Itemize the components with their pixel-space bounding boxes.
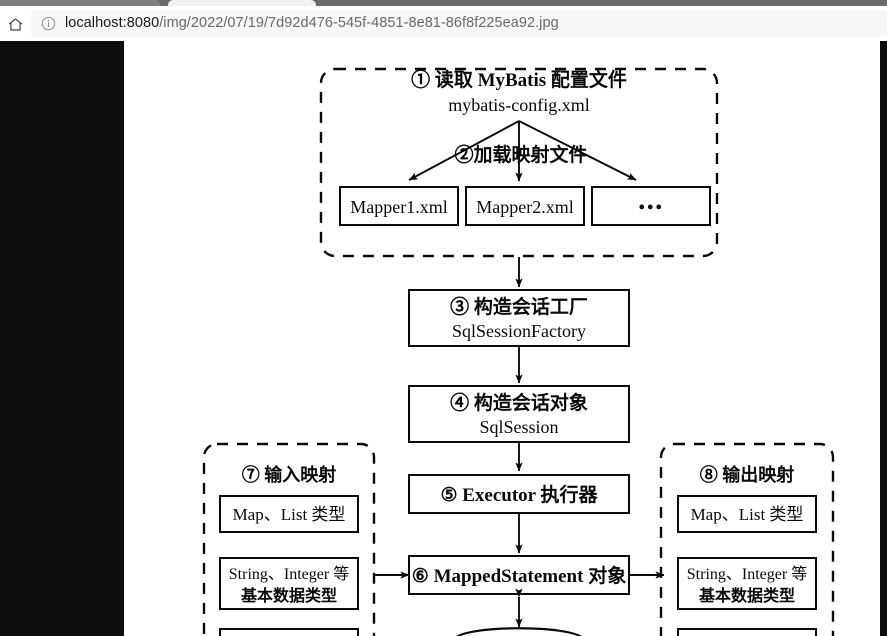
output-box-1-line1: Map、List 类型 — [691, 505, 804, 524]
mapper-more-box — [591, 186, 711, 226]
input-box-2-line1: String、Integer 等 — [229, 565, 349, 583]
input-box-2-line2: 基本数据类型 — [240, 586, 337, 605]
step6-box — [408, 555, 630, 595]
step5-box — [408, 474, 630, 514]
input-box-1-line1: Map、List 类型 — [233, 505, 346, 524]
input-mapping-title: ⑦ 输入映射 — [242, 464, 337, 485]
step4-label: ④ 构造会话对象 — [450, 391, 588, 414]
step5-label: ⑤ Executor 执行器 — [440, 483, 598, 506]
output-box-2-line2: 基本数据类型 — [698, 586, 795, 605]
step3-label: ③ 构造会话工厂 — [450, 295, 588, 318]
step3-sub: SqlSessionFactory — [452, 321, 586, 341]
config-group-border — [319, 67, 719, 258]
mapper2-box — [465, 186, 585, 226]
mapper1-label: Mapper1.xml — [350, 197, 447, 217]
mapper2-label: Mapper2.xml — [476, 197, 573, 217]
info-circle-icon[interactable] — [31, 10, 65, 37]
database-cylinder — [456, 627, 582, 636]
output-mapping-title: ⑧ 输出映射 — [700, 464, 795, 485]
output-mapping-group-border — [659, 442, 835, 636]
tab-inactive[interactable] — [0, 0, 160, 6]
input-mapping-group-border — [202, 442, 376, 636]
output-box-3 — [677, 628, 817, 636]
input-box-3 — [219, 628, 359, 636]
browser-toolbar: localhost:8080/img/2022/07/19/7d92d476-5… — [0, 6, 887, 41]
step1-label: ① 读取 MyBatis 配置文件 — [411, 68, 627, 91]
tab-strip — [0, 0, 887, 6]
step4-sub: SqlSession — [479, 417, 558, 437]
home-icon[interactable] — [0, 10, 30, 38]
mybatis-flow-diagram: ① 读取 MyBatis 配置文件 mybatis-config.xml ②加载… — [124, 41, 880, 636]
input-box-2 — [219, 557, 359, 610]
step2-label: ②加载映射文件 — [454, 143, 587, 166]
url-text[interactable]: localhost:8080/img/2022/07/19/7d92d476-5… — [65, 15, 559, 31]
step4-box — [408, 385, 630, 443]
output-box-2-line1: String、Integer 等 — [687, 565, 807, 583]
browser-chrome: localhost:8080/img/2022/07/19/7d92d476-5… — [0, 0, 887, 41]
tab-active[interactable] — [168, 0, 316, 6]
address-bar[interactable]: localhost:8080/img/2022/07/19/7d92d476-5… — [31, 10, 887, 37]
mapper-more-label: ••• — [638, 197, 664, 219]
mapper1-box — [339, 186, 459, 226]
diagram-image: ① 读取 MyBatis 配置文件 mybatis-config.xml ②加载… — [124, 41, 880, 636]
input-box-1 — [219, 495, 359, 533]
step3-box — [408, 289, 630, 347]
output-box-2 — [677, 557, 817, 610]
step6-label: ⑥ MappedStatement 对象 — [412, 564, 626, 587]
image-viewer-background: ① 读取 MyBatis 配置文件 mybatis-config.xml ②加载… — [0, 41, 887, 636]
output-box-1 — [677, 495, 817, 533]
step1-sub: mybatis-config.xml — [448, 95, 589, 115]
